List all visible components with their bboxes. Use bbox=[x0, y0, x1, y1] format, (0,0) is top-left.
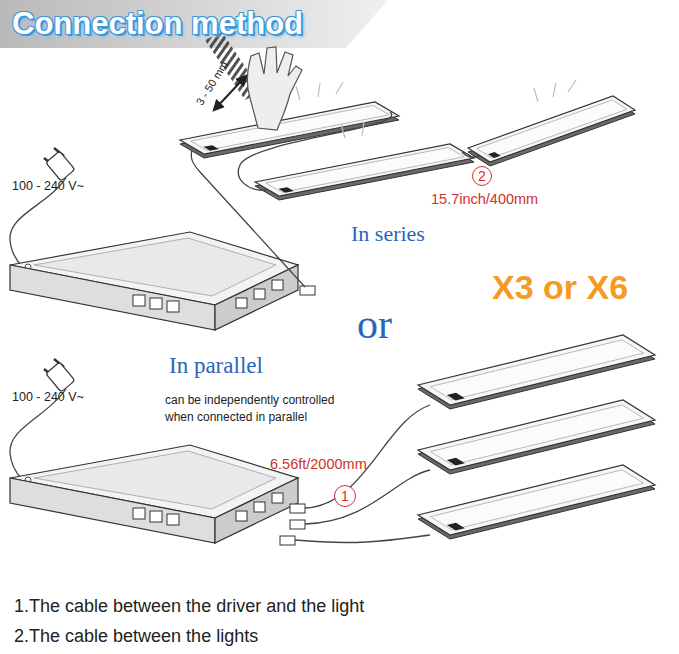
cable-length: 15.7inch/400mm bbox=[431, 191, 538, 208]
light-ray bbox=[296, 86, 300, 100]
cable-connector bbox=[290, 520, 305, 529]
section-heading: In series bbox=[351, 221, 425, 246]
light-ray bbox=[553, 83, 556, 97]
led-light-bar bbox=[418, 400, 655, 470]
callout-number: 2 bbox=[478, 169, 486, 183]
callout-circle: 2 bbox=[472, 166, 492, 186]
led-light-bar bbox=[180, 102, 399, 154]
light-ray bbox=[341, 124, 345, 138]
led-light-bar bbox=[468, 96, 635, 162]
footnote: 2.The cable between the lights bbox=[14, 626, 258, 647]
page-title: Connection method bbox=[12, 7, 303, 41]
led-light-bar bbox=[418, 335, 655, 405]
cable-connector bbox=[280, 536, 295, 545]
light-ray bbox=[568, 80, 576, 92]
voltage-label: 100 - 240 V~ bbox=[12, 390, 84, 404]
light-rays bbox=[296, 80, 576, 138]
cable-length: 6.56ft/2000mm bbox=[270, 456, 367, 473]
led-light-bar bbox=[255, 144, 474, 196]
note: can be independently controlled when con… bbox=[165, 392, 360, 426]
light-ray bbox=[318, 83, 320, 97]
callout-circle: 1 bbox=[334, 485, 356, 507]
led-driver bbox=[10, 232, 298, 330]
led-driver bbox=[10, 445, 298, 543]
driver-cable bbox=[295, 535, 430, 543]
voltage-label: 100 - 240 V~ bbox=[12, 179, 84, 193]
footnote: 1.The cable between the driver and the l… bbox=[14, 596, 364, 617]
driver-cable bbox=[191, 150, 305, 287]
hand-icon bbox=[247, 47, 302, 130]
cable-connector bbox=[300, 286, 315, 295]
power-plug bbox=[44, 359, 75, 392]
cable-connector bbox=[290, 504, 305, 513]
power-plug bbox=[44, 148, 75, 181]
light-ray bbox=[362, 122, 364, 136]
callout-number: 1 bbox=[341, 489, 349, 503]
or-label: or bbox=[357, 300, 392, 348]
section-heading: In parallel bbox=[169, 353, 263, 379]
driver-cable bbox=[305, 470, 430, 524]
quantity-label: X3 or X6 bbox=[492, 268, 628, 307]
light-ray bbox=[534, 88, 538, 102]
light-ray bbox=[336, 82, 343, 94]
title-banner bbox=[0, 0, 388, 48]
distance-label: 3 - 50 mm bbox=[194, 59, 231, 108]
led-light-bar bbox=[418, 465, 655, 535]
link-cable bbox=[462, 152, 480, 157]
